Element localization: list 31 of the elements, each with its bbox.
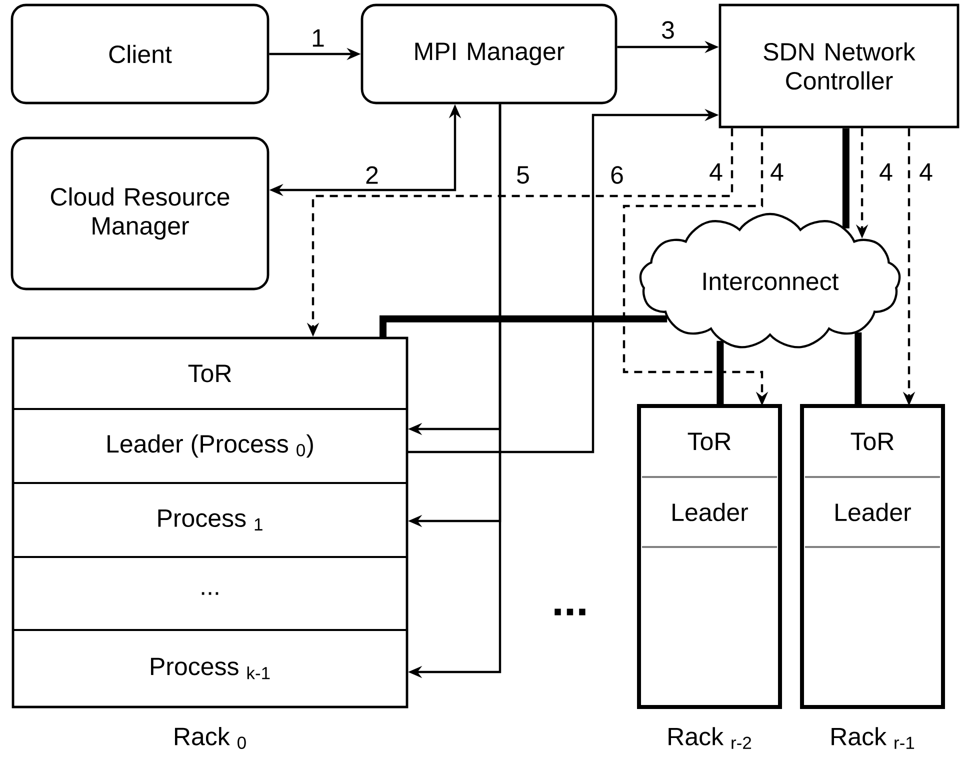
edge-label: 6 (609, 165, 625, 185)
row-cell: Process $_{1}$ (12, 482, 408, 558)
row-cell: ToR (642, 432, 777, 478)
interconnect-cloud: Interconnect (639, 212, 901, 348)
node-label: Rack $_{0}$ (174, 726, 246, 750)
process-box: MPI Manager (360, 4, 618, 104)
edge-label: 2 (364, 165, 380, 185)
node-label: Rack $_{r-2}$ (668, 727, 752, 749)
edge-label: 4 (769, 162, 785, 182)
row-cell: Leader (805, 502, 940, 548)
row-cell: ... (12, 556, 408, 631)
link-line (842, 128, 850, 228)
edge-label: 5 (515, 165, 531, 185)
row-cell: ToR (805, 432, 940, 478)
edge-label: 4 (918, 162, 934, 182)
row-cell: Process $_{k-1}$ (12, 629, 408, 708)
row-cell: Leader (Process $_{0}$) (12, 408, 408, 484)
link-line (854, 332, 862, 406)
process-box: Cloud Resource Manager (10, 136, 270, 290)
link-line (380, 315, 668, 337)
row-cell: ToR (12, 337, 408, 410)
link-line (716, 340, 724, 406)
edge-label: 3 (660, 20, 676, 40)
ellipsis: ... (554, 608, 586, 616)
node-label: Rack $_{r-1}$ (832, 727, 914, 749)
process-box: Client (10, 4, 270, 104)
controller-box: SDN Network Controller (718, 4, 960, 128)
edge-label: 4 (708, 162, 724, 182)
row-cell: Leader (642, 502, 777, 548)
edge-label: 4 (878, 162, 894, 182)
edge-label: 1 (310, 28, 326, 48)
